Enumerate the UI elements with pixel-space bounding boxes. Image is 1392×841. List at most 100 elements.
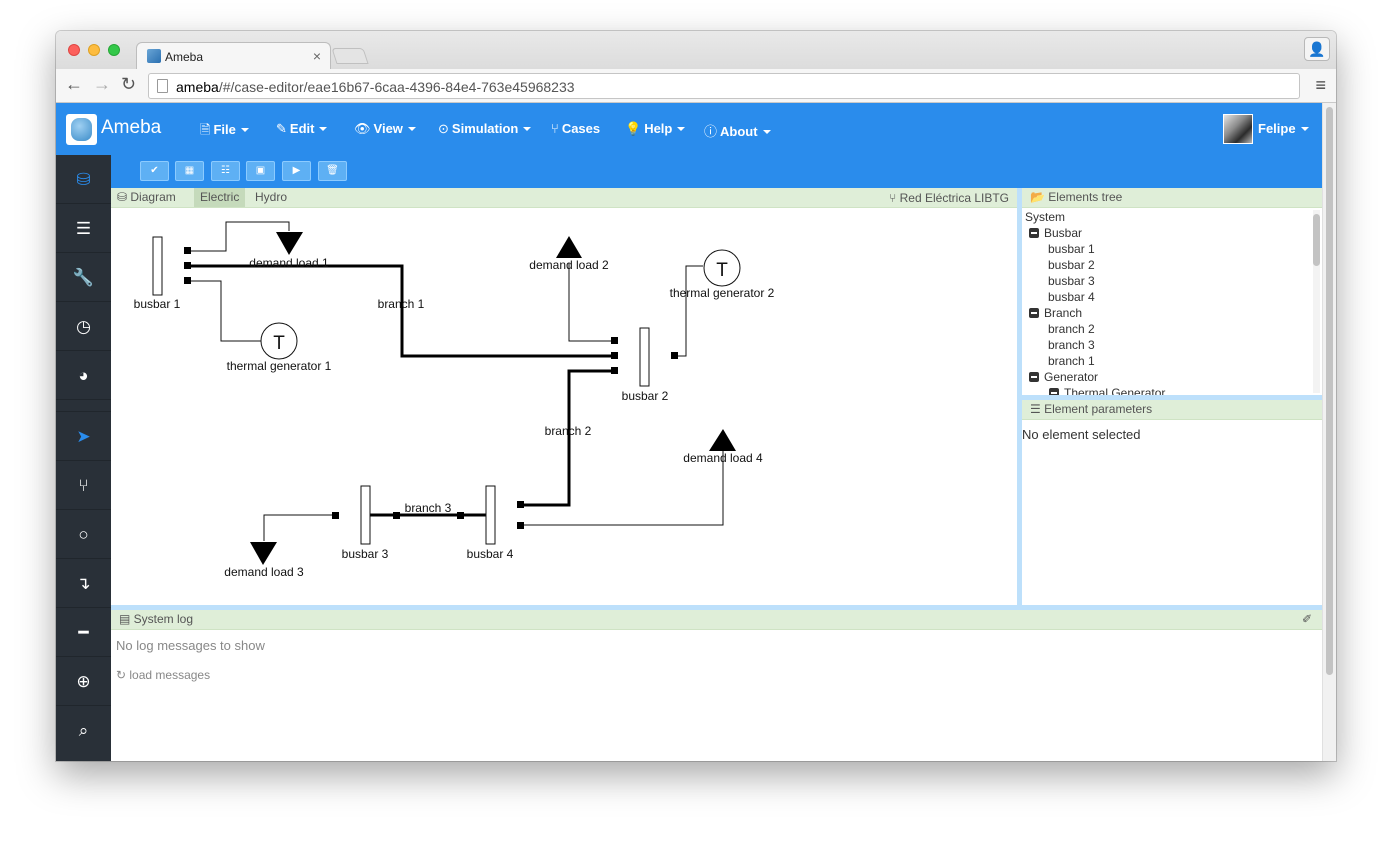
- browser-menu-icon[interactable]: ≡: [1315, 75, 1326, 95]
- branch-1-line: [188, 264, 615, 358]
- diagram-canvas[interactable]: T T busbar 1 busbar 2 busbar 3 busbar 4 …: [111, 208, 1017, 605]
- diagram-title: ⛁ Diagram: [117, 190, 176, 204]
- eraser-icon[interactable]: ✐: [1301, 612, 1312, 626]
- menu-edit[interactable]: ✎Edit: [276, 121, 328, 137]
- tree-root[interactable]: System: [1025, 210, 1066, 224]
- tree-item[interactable]: branch 3: [1048, 338, 1095, 352]
- tree-item[interactable]: branch 1: [1048, 354, 1095, 368]
- branch-1-label: branch 1: [378, 297, 425, 311]
- port: [611, 367, 618, 374]
- url-text: ameba/#/case-editor/eae16b67-6caa-4396-8…: [176, 79, 575, 95]
- branch-tool-icon[interactable]: ⑂: [56, 461, 111, 510]
- page-scrollbar[interactable]: [1322, 103, 1336, 761]
- sitemap-icon[interactable]: ⛁: [56, 155, 111, 204]
- menu-file[interactable]: 🗎File: [200, 121, 249, 143]
- arrow-down-tool-icon[interactable]: ↴: [56, 559, 111, 608]
- branch-small-icon: ⑂: [889, 191, 900, 205]
- ameba-logo-icon[interactable]: [66, 114, 97, 145]
- profile-icon[interactable]: 👤: [1304, 37, 1330, 61]
- tab-close-icon[interactable]: ×: [312, 48, 321, 64]
- collapse-icon: [1029, 228, 1039, 238]
- vertical-splitter[interactable]: [1017, 188, 1022, 605]
- collapse-icon: [1029, 372, 1039, 382]
- tab-hydro[interactable]: Hydro: [255, 190, 288, 204]
- reload-icon[interactable]: ↻: [121, 74, 137, 94]
- tree-item[interactable]: busbar 2: [1048, 258, 1095, 272]
- grid-icon[interactable]: ▦: [175, 161, 204, 181]
- export-icon[interactable]: ▣: [246, 161, 275, 181]
- wrench-icon[interactable]: 🔧: [56, 253, 111, 302]
- branch-2-label: branch 2: [545, 424, 592, 438]
- log-splitter[interactable]: [111, 605, 1322, 610]
- port: [393, 512, 400, 519]
- menu-help[interactable]: 💡Help: [625, 121, 686, 137]
- tab-title: Ameba: [165, 50, 204, 64]
- brand-name[interactable]: Ameba: [101, 117, 162, 138]
- horizontal-splitter[interactable]: [1022, 395, 1322, 400]
- tree-group-generator[interactable]: Generator: [1029, 370, 1098, 384]
- browser-window: Ameba × 👤 ← → ↻ ameba/#/case-editor/eae1…: [56, 31, 1336, 761]
- elements-tree-header: 📂 Elements tree: [1022, 188, 1322, 208]
- trash-icon[interactable]: 🗑: [318, 161, 347, 181]
- user-menu[interactable]: Felipe: [1258, 121, 1309, 136]
- busbar-3: [360, 485, 371, 545]
- tree-item[interactable]: busbar 1: [1048, 242, 1095, 256]
- location-arrow-icon[interactable]: ➤: [56, 412, 111, 461]
- browser-toolbar: ← → ↻ ameba/#/case-editor/eae16b67-6caa-…: [56, 69, 1336, 103]
- zoom-in-icon[interactable]: ⊕: [56, 657, 111, 706]
- tree-item[interactable]: branch 2: [1048, 322, 1095, 336]
- busbar-2-label: busbar 2: [622, 389, 669, 403]
- eye-icon: 👁: [354, 121, 371, 136]
- port: [184, 262, 191, 269]
- connector-thermal1: [188, 280, 261, 342]
- dashboard-icon[interactable]: ◕: [56, 351, 111, 400]
- tree-subgroup-thermal[interactable]: Thermal Generator: [1049, 386, 1165, 395]
- avatar[interactable]: [1223, 114, 1253, 144]
- tree-scrollbar[interactable]: [1313, 210, 1320, 393]
- port: [184, 247, 191, 254]
- menu-cases[interactable]: ⑂Cases: [551, 121, 601, 136]
- back-icon[interactable]: ←: [65, 74, 83, 94]
- window-minimize-button[interactable]: [88, 44, 100, 56]
- tab-electric[interactable]: Electric: [194, 188, 246, 207]
- play-icon[interactable]: ▶: [282, 161, 311, 181]
- demand-load-4-icon: [709, 429, 736, 451]
- window-close-button[interactable]: [68, 44, 80, 56]
- connector-demand1: [188, 221, 290, 252]
- page-icon: [157, 79, 168, 93]
- tree-group-branch[interactable]: Branch: [1029, 306, 1082, 320]
- busbar-1: [152, 236, 163, 296]
- network-diagram[interactable]: T T busbar 1 busbar 2 busbar 3 busbar 4 …: [111, 208, 1017, 605]
- new-tab-button[interactable]: [331, 48, 369, 64]
- info-icon: ⓘ: [704, 124, 718, 139]
- elements-tree: System Busbar busbar 1 busbar 2 busbar 3…: [1022, 208, 1322, 395]
- forward-icon[interactable]: →: [93, 74, 111, 94]
- menu-simulation[interactable]: ⊙Simulation: [438, 121, 532, 137]
- case-name: ⑂ Red Eléctrica LIBTG: [889, 191, 1009, 205]
- port: [517, 501, 524, 508]
- window-maximize-button[interactable]: [108, 44, 120, 56]
- tree-group-busbar[interactable]: Busbar: [1029, 226, 1082, 240]
- connector-demand3: [263, 514, 336, 541]
- connector-thermal2: [675, 265, 703, 357]
- port: [611, 352, 618, 359]
- demand-load-2-icon: [556, 236, 582, 258]
- port: [671, 352, 678, 359]
- demand-load-1-icon: [276, 232, 303, 255]
- load-messages-link[interactable]: ↻ load messages: [116, 668, 211, 682]
- list-icon[interactable]: ☰: [56, 204, 111, 253]
- thermal-symbol: T: [273, 333, 285, 354]
- address-bar[interactable]: ameba/#/case-editor/eae16b67-6caa-4396-8…: [148, 73, 1300, 99]
- tree-item[interactable]: busbar 4: [1048, 290, 1095, 304]
- check-icon[interactable]: ✔: [140, 161, 169, 181]
- circle-tool-icon[interactable]: ○: [56, 510, 111, 559]
- search-icon[interactable]: ⌕: [78, 721, 89, 740]
- browser-tab[interactable]: Ameba ×: [136, 42, 331, 69]
- menu-view[interactable]: 👁View: [354, 121, 416, 137]
- ameba-favicon-icon: [147, 49, 161, 63]
- minus-tool-icon[interactable]: ━: [56, 608, 111, 657]
- table-icon[interactable]: ☷: [211, 161, 240, 181]
- clock-icon[interactable]: ◷: [56, 302, 111, 351]
- tree-item[interactable]: busbar 3: [1048, 274, 1095, 288]
